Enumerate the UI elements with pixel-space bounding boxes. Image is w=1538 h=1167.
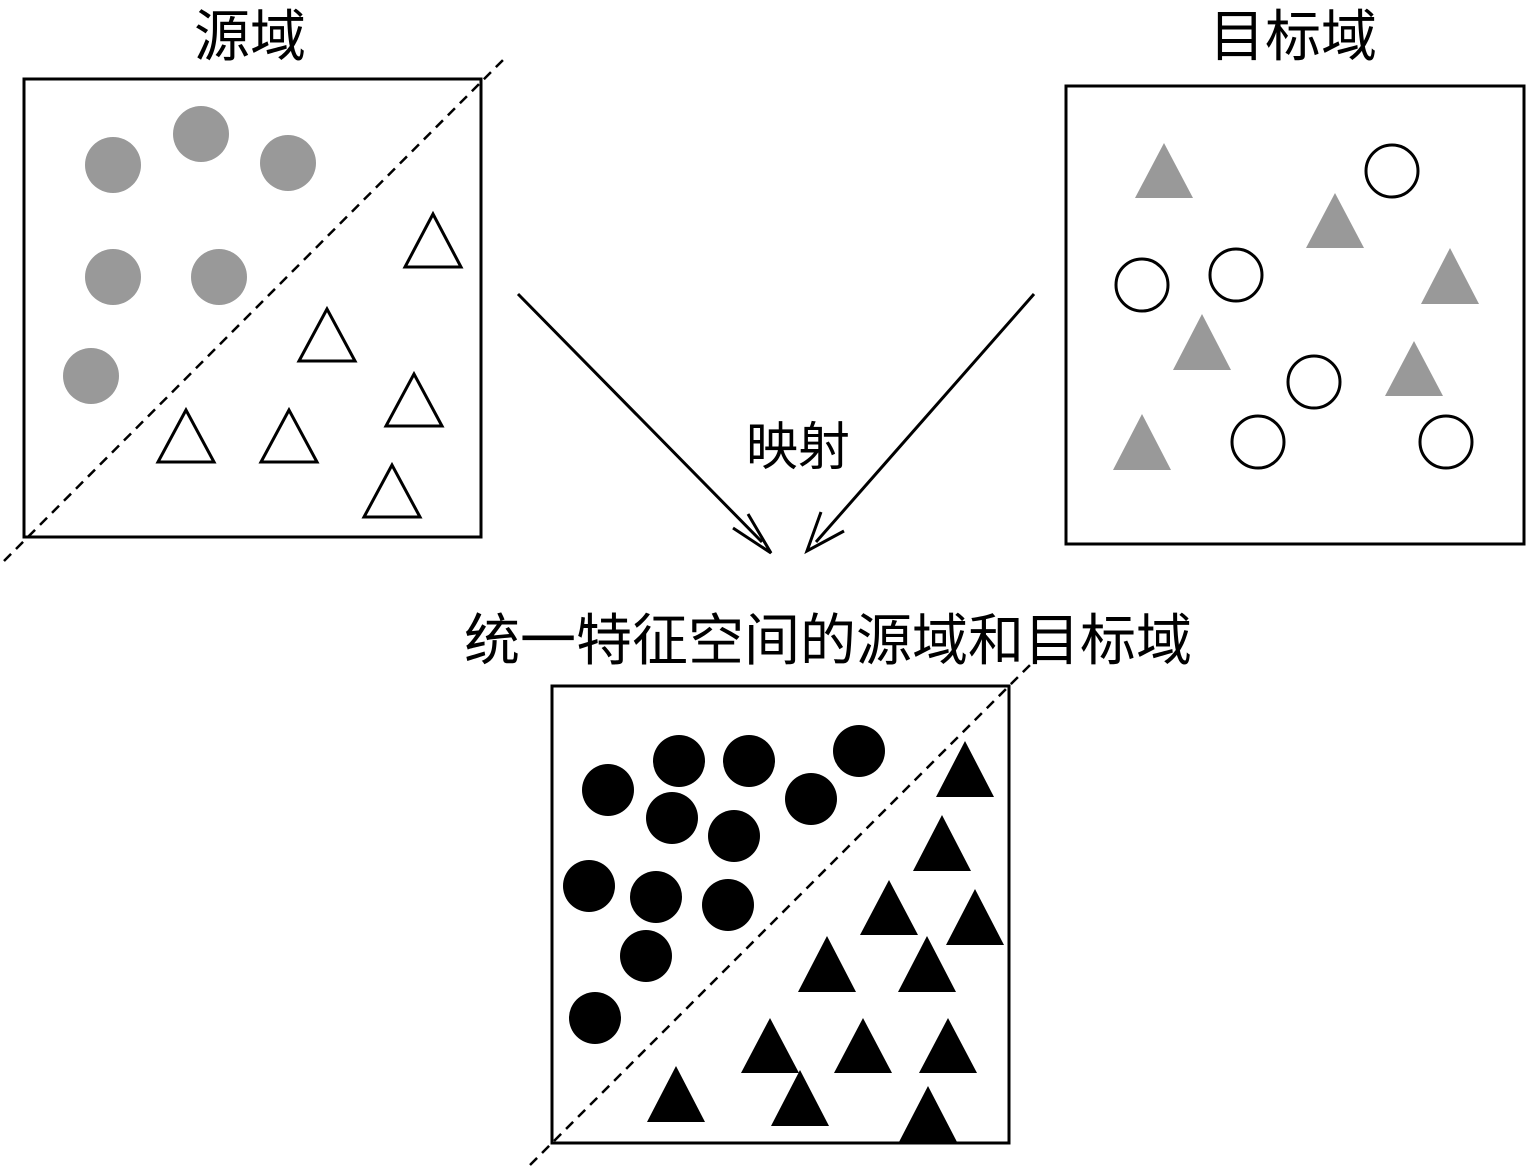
source-outline-triangle	[296, 305, 358, 363]
unified-black-triangle	[899, 1086, 957, 1142]
target-domain-title: 目标域	[1209, 5, 1377, 70]
unified-black-triangle	[898, 936, 956, 992]
source-gray-circle	[63, 348, 119, 404]
unified-black-triangle	[647, 1066, 705, 1122]
source-outline-triangle	[155, 406, 217, 464]
target-gray-triangle	[1421, 248, 1479, 304]
target-outline-circle	[1208, 247, 1264, 303]
source-gray-circle	[85, 137, 141, 193]
source-mapping-arrowhead	[732, 513, 773, 555]
unified-decision-boundary	[529, 661, 1034, 1166]
unified-black-triangle	[741, 1018, 799, 1073]
source-gray-circle	[85, 249, 141, 305]
target-gray-triangle	[1306, 193, 1364, 248]
source-domain-title: 源域	[194, 5, 306, 70]
mapping-label: 映射	[746, 418, 850, 478]
source-outline-triangle	[361, 461, 423, 519]
unified-black-circle	[620, 930, 672, 982]
target-domain-panel	[1064, 84, 1526, 546]
unified-black-triangle	[913, 815, 971, 871]
unified-panel-frame	[550, 684, 1011, 1145]
unified-black-circle	[653, 735, 705, 787]
unified-black-triangle	[771, 1070, 829, 1126]
mapping-arrows	[516, 292, 1036, 555]
unified-black-circle	[723, 735, 775, 787]
unified-black-triangle	[919, 1018, 977, 1073]
unified-black-circle	[563, 860, 615, 912]
source-domain-panel	[3, 56, 507, 562]
unified-black-triangle	[936, 741, 994, 797]
source-outline-triangle	[402, 210, 464, 269]
source-mapping-arrow-shaft	[516, 292, 764, 544]
unified-black-circle	[833, 725, 885, 777]
unified-black-triangle	[834, 1018, 892, 1073]
unified-black-triangle	[860, 880, 918, 935]
target-outline-circle	[1418, 414, 1474, 470]
target-gray-triangle	[1385, 341, 1443, 396]
source-gray-circle	[191, 249, 247, 305]
unified-black-triangle	[946, 889, 1004, 945]
source-panel-frame	[22, 77, 483, 539]
unified-black-circle	[708, 810, 760, 862]
target-panel-frame	[1064, 84, 1526, 546]
unified-black-circle	[582, 764, 634, 816]
unified-space-panel	[529, 661, 1034, 1166]
target-outline-circle	[1286, 354, 1342, 410]
target-mapping-arrow-shaft	[814, 293, 1036, 543]
unified-black-circle	[569, 992, 621, 1044]
unified-space-title: 统一特征空间的源域和目标域	[464, 609, 1192, 674]
target-outline-circle	[1114, 257, 1170, 313]
source-decision-boundary	[3, 56, 507, 562]
source-outline-triangle	[383, 370, 445, 428]
target-gray-triangle	[1113, 414, 1171, 470]
target-outline-circle	[1230, 414, 1286, 470]
unified-black-circle	[630, 871, 682, 923]
source-gray-circle	[173, 106, 229, 162]
unified-black-circle	[702, 879, 754, 931]
source-outline-triangle	[258, 406, 320, 464]
source-gray-circle	[260, 135, 316, 191]
target-outline-circle	[1364, 143, 1420, 199]
unified-black-circle	[785, 773, 837, 825]
unified-black-triangle	[798, 936, 856, 992]
target-mapping-arrowhead	[804, 511, 845, 555]
target-gray-triangle	[1135, 143, 1193, 198]
target-gray-triangle	[1173, 314, 1231, 370]
unified-black-circle	[646, 792, 698, 844]
